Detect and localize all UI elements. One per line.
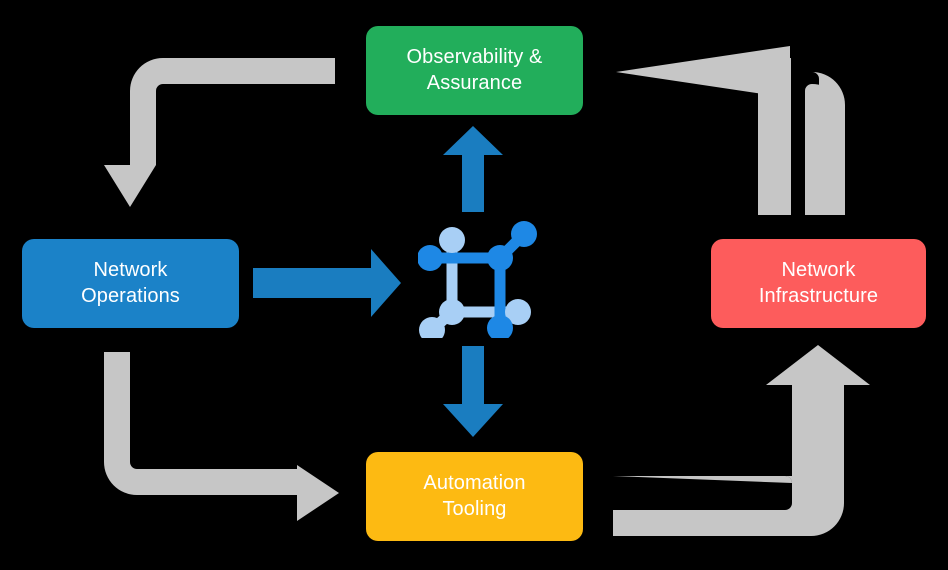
topology-node-bottom <box>487 315 513 338</box>
topology-node-hub <box>487 245 513 271</box>
topology-node-top-right <box>511 221 537 247</box>
topology-node-top-left <box>439 227 465 253</box>
network-topology-icon <box>418 221 537 338</box>
connector-automation-to-infrastructure-shape <box>613 476 792 510</box>
topology-node-center-left <box>439 299 465 325</box>
node-label-automation-tooling: Automation Tooling <box>423 471 526 520</box>
node-box-automation-tooling[interactable]: Automation Tooling <box>366 452 583 541</box>
connector-hub-to-observability <box>443 126 503 212</box>
node-box-observability[interactable]: Observability & Assurance <box>366 26 583 115</box>
connector-infrastructure-to-observability-shape <box>616 46 845 215</box>
connector-hub-to-automation <box>443 346 503 437</box>
node-box-network-operations[interactable]: Network Operations <box>22 239 239 328</box>
topology-node-bottom-left <box>419 317 445 338</box>
topology-dark-nodes <box>418 221 537 338</box>
connector-observability-to-operations <box>104 58 335 207</box>
node-label-network-operations: Network Operations <box>81 258 180 307</box>
topology-light-nodes <box>419 227 531 338</box>
node-box-network-infrastructure[interactable]: Network Infrastructure <box>711 239 926 328</box>
node-label-network-infrastructure: Network Infrastructure <box>758 258 879 307</box>
connector-operations-to-automation <box>104 352 339 521</box>
connector-operations-to-hub <box>253 249 401 317</box>
topology-node-right <box>505 299 531 325</box>
topology-node-left <box>418 245 443 271</box>
connector-automation-to-infrastructure-main <box>613 345 870 536</box>
node-label-observability: Observability & Assurance <box>406 45 543 94</box>
